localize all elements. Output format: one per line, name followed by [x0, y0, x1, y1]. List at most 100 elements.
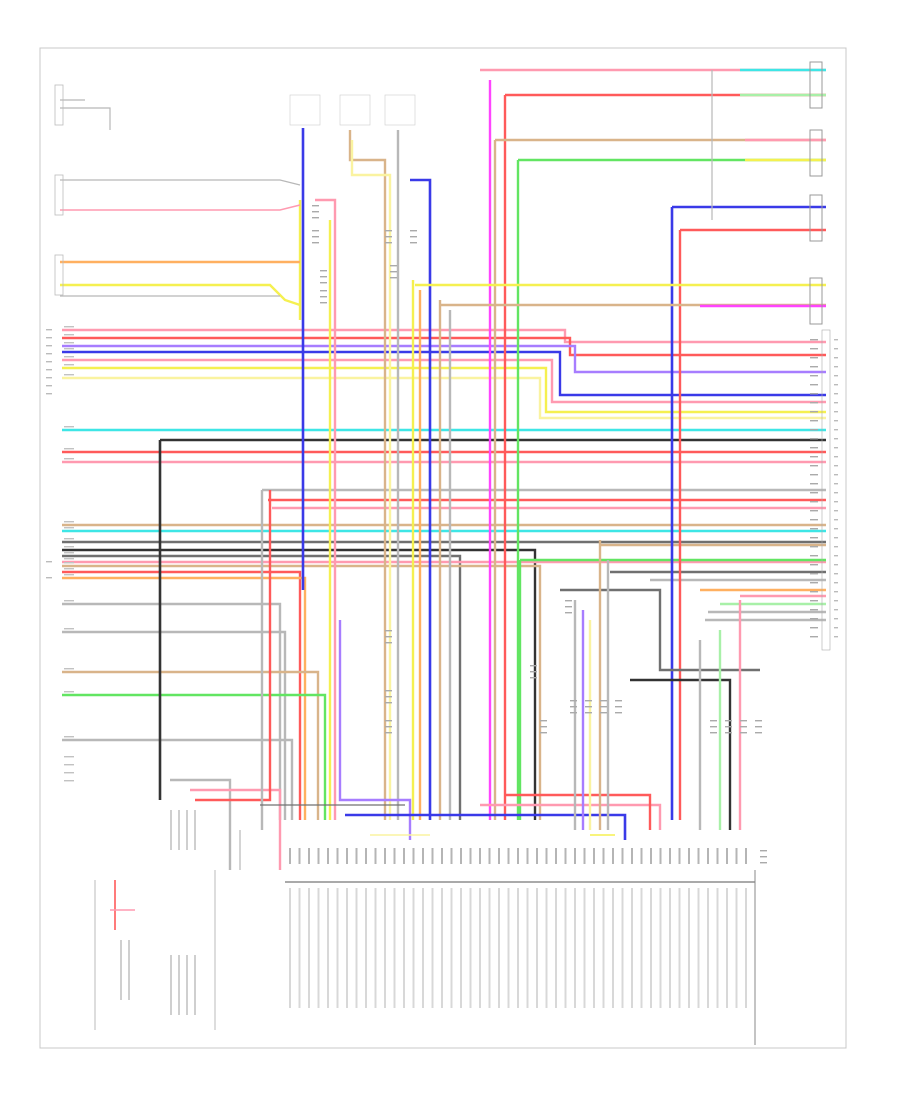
- pin-tag: [640, 848, 643, 864]
- wire-tag: [810, 447, 818, 449]
- pin-tag: [327, 848, 329, 864]
- wire-tag: [312, 211, 319, 213]
- pin-label-bar: [170, 955, 172, 1015]
- pin-number: [834, 375, 838, 377]
- pin-label-bar: [726, 888, 728, 1008]
- pin-tag: [346, 848, 348, 864]
- wire-tag: [810, 465, 818, 467]
- pin-label-bar: [507, 888, 510, 1008]
- wire-tag: [64, 448, 74, 450]
- pin-label-bar: [707, 888, 709, 1008]
- wire-tag: [810, 384, 818, 386]
- wire-tag: [320, 302, 327, 304]
- pin-label-bar: [346, 888, 348, 1008]
- wire-tag: [64, 356, 74, 358]
- wire-tag: [725, 720, 732, 722]
- wire-tag: [385, 630, 392, 632]
- pin-tag: [488, 848, 491, 864]
- wire-tag: [64, 521, 74, 523]
- wire-tag: [64, 568, 74, 570]
- wire-tag: [810, 573, 818, 575]
- wire-tag: [810, 393, 818, 395]
- pin-tag: [593, 848, 595, 864]
- wire-black: [62, 548, 537, 820]
- pin-tag: [574, 848, 576, 864]
- pin-number: [46, 369, 52, 371]
- wire-pink: [62, 358, 826, 404]
- pin-label-bar: [403, 888, 405, 1008]
- wire-tag: [810, 528, 818, 530]
- pin-label-bar: [640, 888, 643, 1008]
- top-connector-2: [384, 94, 416, 126]
- pin-number: [834, 627, 838, 629]
- wire-tag: [540, 732, 547, 734]
- pin-number: [834, 591, 838, 593]
- wire-tag: [385, 702, 392, 704]
- wire-red: [62, 570, 302, 820]
- wire-tag: [810, 618, 818, 620]
- wire-red: [505, 793, 652, 830]
- wire-tag: [810, 375, 818, 377]
- pin-number: [834, 339, 838, 341]
- pin-label-bar: [612, 888, 614, 1008]
- wire-tag: [312, 230, 319, 232]
- wire-tag: [565, 606, 572, 608]
- pin-number: [834, 573, 838, 575]
- wire-pink: [480, 803, 662, 830]
- pin-label-bar: [298, 888, 301, 1008]
- wire-tag: [810, 348, 818, 350]
- wire-tan: [62, 670, 320, 820]
- speaker-connector-right-3: [809, 277, 823, 325]
- pin-tag: [555, 848, 557, 864]
- wire-tag: [64, 600, 74, 602]
- wire-tag: [64, 538, 74, 540]
- pin-number: [834, 456, 838, 458]
- pin-label-bar: [422, 888, 424, 1008]
- wire-tag: [740, 732, 747, 734]
- pin-tag: [545, 848, 548, 864]
- wire-gray: [60, 179, 301, 186]
- pin-label-bar: [170, 810, 172, 850]
- wire-tag: [615, 700, 622, 702]
- pin-label-bar: [716, 888, 719, 1008]
- pin-tag: [469, 848, 472, 864]
- wire-pink: [62, 328, 826, 344]
- pin-label-bar: [479, 888, 481, 1008]
- pin-label-bar: [186, 955, 188, 1015]
- wire-tag: [755, 720, 762, 722]
- wire-red: [195, 490, 272, 802]
- label-layer: ANTENNAAMPLIFIERSPEAKERSPEAKERSPEAKERSPE…: [46, 205, 838, 1015]
- wire-tag: [810, 483, 818, 485]
- wire-tag: [385, 690, 392, 692]
- wire-tag: [810, 366, 818, 368]
- pin-number: [834, 438, 838, 440]
- wire-tag: [810, 420, 818, 422]
- wire-tag: [810, 600, 818, 602]
- wire-tag: [64, 546, 74, 548]
- pin-number: [834, 474, 838, 476]
- wire-light_yellow: [350, 140, 392, 820]
- wire-yellow: [62, 366, 826, 414]
- pin-tag: [289, 848, 291, 864]
- wire-tag: [320, 290, 327, 292]
- wire-tag: [600, 706, 607, 708]
- pin-number: [46, 329, 52, 331]
- pin-label-bar: [583, 888, 586, 1008]
- wire-pink: [190, 788, 282, 870]
- top-connector-0: [289, 94, 321, 126]
- pin-label-bar: [564, 888, 567, 1008]
- wire-tag: [64, 334, 74, 336]
- pin-tag: [374, 848, 377, 864]
- pin-tag: [317, 848, 320, 864]
- wire-tag: [320, 296, 327, 298]
- pin-label-bar: [431, 888, 434, 1008]
- pin-label-bar: [688, 888, 690, 1008]
- right-connector: [821, 329, 831, 651]
- wire-tag: [755, 726, 762, 728]
- pin-tag: [498, 848, 500, 864]
- pin-label-bar: [365, 888, 367, 1008]
- pin-number: [834, 564, 838, 566]
- pin-tag: [384, 848, 386, 864]
- wire-tag: [810, 537, 818, 539]
